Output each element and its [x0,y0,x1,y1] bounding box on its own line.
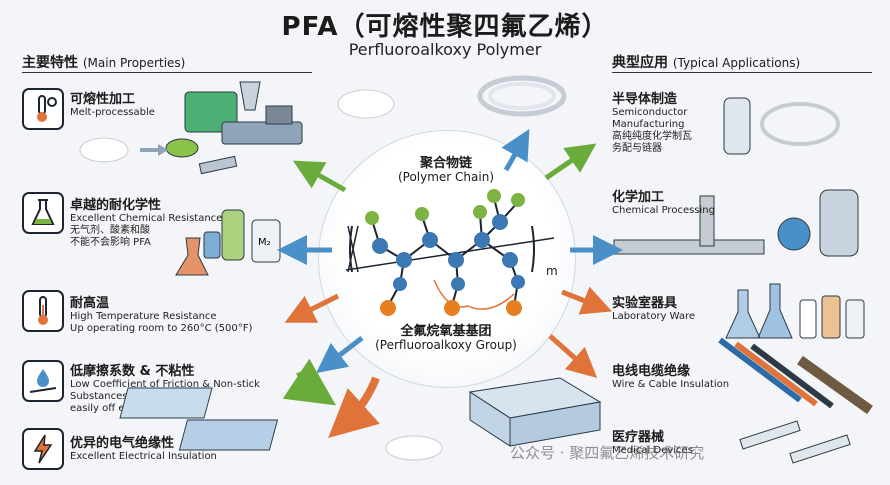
property-friction-en: Low Coefficient of Friction & Non-stick [70,379,260,390]
arrow-to-wire [548,334,598,378]
properties-heading-en: (Main Properties) [82,56,186,70]
svg-text:M₂: M₂ [258,237,271,248]
arrow-to-temperature [284,293,340,323]
application-lab-ware-en: Laboratory Ware [612,311,696,322]
fluorine-atoms [365,189,525,225]
application-chemical-processing-cn: 化学加工 [612,190,665,205]
application-semiconductor-note-2: 高纯纯度化学制瓦 [612,131,692,142]
property-melt: 可熔性加工 Melt-processable [70,88,260,119]
application-semiconductor-cn: 半导体制造 [612,92,678,107]
properties-heading: 主要特性 (Main Properties) [22,52,185,72]
watermark: 公众号 · 聚四氟乙烯技术研究 [510,444,705,462]
application-chemical-processing: 化学加工 Chemical Processing [612,186,732,217]
property-melt-en: Melt-processable [70,107,155,118]
application-semiconductor-note-3: 务配与链器 [612,143,662,154]
property-temperature: 耐高温 High Temperature Resistance Up opera… [70,292,290,335]
arrow-to-melt [292,160,347,193]
application-semiconductor: 半导体制造 Semiconductor Manufacturing 高纯纯度化学… [612,88,720,155]
arrow-to-slab [282,358,336,406]
polymer-chain-label-cn: 聚合物链 [419,156,472,171]
drop-surface-icon [22,360,64,402]
property-chemical-note-1: 无气剂、酸素和酸 [70,225,150,236]
property-insulation: 优异的电气绝缘性 Excellent Electrical Insulation [70,432,270,463]
molecule-diagram [345,189,555,316]
group-label-cn: 全氟烷氧基基团 [400,324,492,339]
property-temperature-en: High Temperature Resistance [70,311,217,322]
property-insulation-en: Excellent Electrical Insulation [70,451,217,462]
application-wire-cable: 电线电缆绝缘 Wire & Cable Insulation [612,360,742,391]
properties-divider [22,72,312,73]
thermometer-gear-icon [22,88,64,130]
chemical-flasks-illustration: M₂ [175,209,281,276]
application-lab-ware-cn: 实验室器具 [612,296,678,311]
application-medical: 医疗器械 Medical Devices [612,426,722,457]
property-friction-cn: 低摩擦系数 & 不粘性 [70,364,195,379]
applications-heading-cn: 典型应用 [612,55,668,71]
carbon-atoms [372,214,525,291]
lightning-icon [22,428,64,470]
application-medical-en: Medical Devices [612,445,693,456]
property-friction-note-2: easily off easily [70,403,148,414]
repeat-subscript: m [546,264,558,278]
flask-icon [22,192,64,234]
arrow-to-lab-ware [561,286,612,315]
application-semiconductor-en: Semiconductor [612,107,688,118]
oxygen-atoms [380,300,522,316]
property-chemical: 卓越的耐化学性 Excellent Chemical Resistance 无气… [70,194,230,249]
application-semiconductor-note-1: Manufacturing [612,119,685,130]
application-medical-cn: 医疗器械 [612,430,665,445]
applications-heading-en: (Typical Applications) [672,56,801,70]
property-chemical-note-2: 不能不会影响 PFA [70,237,151,248]
property-temperature-note: Up operating room to 260°C (500°F) [70,323,253,334]
polymer-chain-label-en: (Polymer Chain) [397,170,495,184]
arrow-to-tubing [501,128,530,172]
property-chemical-cn: 卓越的耐化学性 [70,198,162,213]
application-wire-cable-en: Wire & Cable Insulation [612,379,730,390]
application-chemical-processing-en: Chemical Processing [612,205,715,216]
arrow-to-semiconductor [544,143,597,181]
property-temperature-cn: 耐高温 [70,296,110,311]
extruder-machine-illustration [165,81,303,175]
property-chemical-en: Excellent Chemical Resistance [70,213,223,224]
application-lab-ware: 实验室器具 Laboratory Ware [612,292,722,323]
property-insulation-cn: 优异的电气绝缘性 [70,436,175,451]
applications-heading: 典型应用 (Typical Applications) [612,52,800,72]
arrow-to-slab-orange [328,376,380,439]
applications-divider [612,72,872,73]
group-label-en: (Perfluoroalkoxy Group) [375,338,517,352]
page-title: PFA（可熔性聚四氟乙烯） [281,12,609,42]
page-subtitle: Perfluoroalkoxy Polymer [348,40,542,59]
property-melt-cn: 可熔性加工 [70,92,136,107]
thermometer-icon [22,290,64,332]
properties-heading-cn: 主要特性 [22,55,78,71]
application-wire-cable-cn: 电线电缆绝缘 [612,364,691,379]
